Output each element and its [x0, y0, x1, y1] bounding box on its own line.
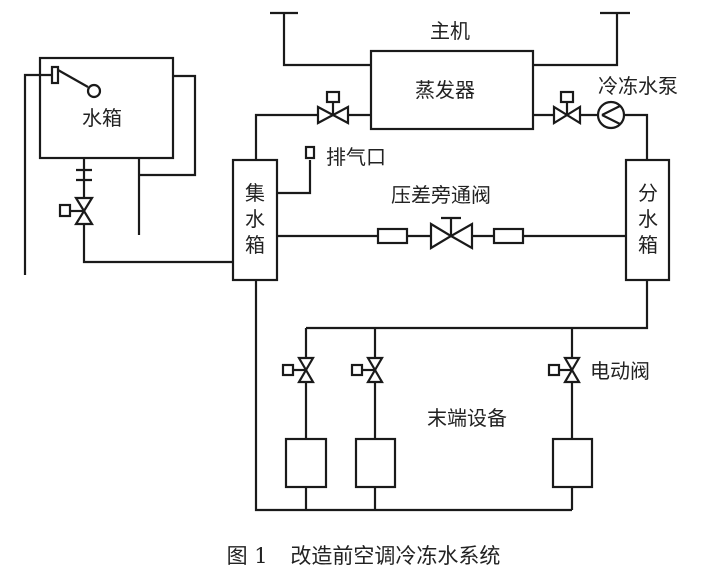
exhaust-port-icon [304, 145, 316, 160]
figure-number: 图 1 [226, 544, 268, 568]
supply-header-pipe [306, 280, 649, 330]
terminal-branch-2 [350, 328, 397, 510]
water-tank-label: 水箱 [82, 106, 122, 130]
tank-valve [58, 196, 94, 226]
terminal-equipment-label: 末端设备 [427, 406, 507, 430]
collector-box [231, 158, 279, 282]
evaporator-outlet-valve [552, 90, 582, 125]
exhaust-port-label: 排气口 [326, 145, 386, 169]
evaporator-inlet-valve [316, 90, 350, 125]
terminal-unit-3 [551, 437, 594, 489]
water-tank-box [38, 56, 175, 160]
host-outlet-pipe [532, 11, 630, 67]
evaporator-to-distributor-pipe [533, 113, 649, 160]
float-valve-icon [23, 65, 102, 275]
terminal-branch-1 [281, 328, 328, 510]
distributor-box [624, 158, 671, 282]
bypass-valve-label: 压差旁通阀 [391, 183, 491, 207]
return-header-pipe [254, 280, 572, 512]
exhaust-pipe [277, 160, 312, 195]
figure-caption: 图 1 改造前空调冷冻水系统 [0, 540, 727, 570]
tank-overflow-pipe [137, 74, 197, 235]
tank-fill-pipe [76, 158, 233, 264]
chilled-water-pump-label: 冷冻水泵 [598, 74, 678, 98]
terminal-unit-2 [354, 437, 397, 489]
chilled-water-pump-icon [596, 100, 626, 130]
bypass-strainer-left [376, 227, 409, 245]
bypass-valve-icon [429, 216, 474, 250]
distributor-label: 分水箱 [638, 181, 658, 257]
terminal-branch-3 [547, 328, 594, 510]
collector-label: 集水箱 [245, 181, 265, 257]
host-inlet-pipe [270, 11, 372, 67]
electric-valve-label: 电动阀 [590, 359, 650, 383]
host-label: 主机 [430, 19, 470, 43]
figure-title: 改造前空调冷冻水系统 [290, 544, 501, 568]
terminal-unit-1 [284, 437, 328, 489]
evaporator-box [369, 49, 535, 131]
bypass-strainer-right [492, 227, 525, 245]
evaporator-label: 蒸发器 [415, 78, 475, 102]
